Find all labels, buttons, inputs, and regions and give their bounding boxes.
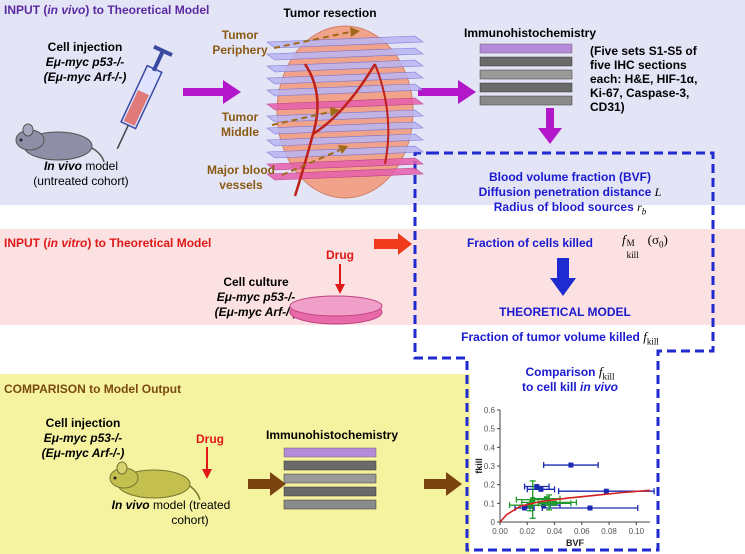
invitro-genotype-1: Eμ-myc p53-/-	[216, 290, 296, 304]
y-tick-label: 0.5	[484, 425, 496, 434]
ihc-slides-top	[479, 43, 573, 106]
tumor-periphery-label: Tumor	[221, 28, 259, 42]
vessels-label: Major blood	[207, 163, 275, 177]
y-tick-label: 0	[491, 518, 496, 527]
invitro-drug-label: Drug	[326, 248, 354, 262]
tumor-middle-label-2: Middle	[221, 125, 259, 139]
data-point	[587, 505, 593, 511]
comparison-genotype-1: Eμ-myc p53-/-	[43, 431, 123, 445]
data-point	[522, 505, 528, 511]
data-point	[527, 502, 533, 508]
invitro-cell-culture: Cell culture	[223, 275, 289, 289]
data-point	[546, 499, 552, 505]
ihc-description: (Five sets S1-S5 of five IHC sections ea…	[590, 44, 698, 114]
bvf-label: Blood volume fraction (BVF)	[489, 170, 651, 184]
petri-dish-icon	[289, 295, 383, 325]
invivo-cell-injection: Cell injection	[47, 40, 123, 54]
y-tick-label: 0.4	[484, 443, 496, 452]
comparison-drug-label: Drug	[196, 432, 224, 446]
tumor-periphery-label-2: Periphery	[212, 43, 268, 57]
y-tick-label: 0.3	[484, 462, 496, 471]
data-point	[552, 500, 558, 506]
fraction-tumor-label: Fraction of tumor volume killed fkill	[461, 329, 659, 347]
comparison-panel-title: COMPARISON to Model Output	[4, 382, 182, 396]
invivo-panel-title: INPUT (in vivo) to Theoretical Model	[4, 3, 210, 17]
theoretical-model-title: THEORETICAL MODEL	[499, 305, 631, 319]
purple-arrow-2	[418, 80, 476, 104]
ihc-title-top: Immunohistochemistry	[463, 26, 597, 40]
data-point	[543, 496, 549, 502]
brown-arrow-2	[424, 472, 462, 496]
purple-arrow-down	[538, 108, 562, 144]
brown-arrow-1	[248, 472, 286, 496]
x-tick-label: 0.02	[519, 527, 535, 536]
fkill-vs-bvf-chart: 0 0.1 0.2 0.3 0.4 0.5 0.6 0.00 0.02 0.04 0.06 0.08 0…	[474, 406, 655, 548]
red-arrow	[374, 233, 412, 255]
blue-arrow-down	[550, 258, 576, 296]
x-axis-label: BVF	[566, 538, 585, 548]
data-point	[538, 486, 544, 492]
radius-label: Radius of blood sources rb	[493, 200, 647, 217]
comparison-model-label: In vivo model (treated	[111, 498, 231, 512]
invitro-genotype-2: (Eμ-myc Arf-/-)	[214, 305, 298, 319]
y-tick-label: 0.1	[484, 499, 496, 508]
x-tick-label: 0.10	[629, 527, 645, 536]
comparison-drug-arrow	[202, 447, 212, 479]
ihc-title-bottom: Immunohistochemistry	[265, 428, 399, 442]
invitro-drug-arrow	[335, 264, 345, 294]
ihc-slides-bottom	[283, 447, 377, 510]
tumor-resection-title: Tumor resection	[283, 6, 377, 20]
invivo-cohort: (untreated cohort)	[33, 174, 129, 188]
x-tick-label: 0.04	[547, 527, 563, 536]
invivo-genotype-1: Eμ-myc p53-/-	[45, 55, 125, 69]
fraction-cells-label: Fraction of cells killed	[466, 236, 594, 250]
invitro-panel-title: INPUT (in vitro) to Theoretical Model	[4, 236, 212, 250]
vessels-label-2: vessels	[219, 178, 263, 192]
treated-mouse-icon	[109, 461, 201, 501]
data-point	[568, 462, 574, 468]
purple-arrow-1	[183, 80, 241, 104]
invivo-genotype-2: (Eμ-myc Arf-/-)	[43, 70, 127, 84]
mouse-icon	[15, 123, 105, 163]
y-tick-label: 0.2	[484, 481, 496, 490]
y-axis-label: fkill	[474, 458, 484, 474]
diffusion-label: Diffusion penetration distance L	[478, 185, 662, 199]
syringe-icon	[116, 44, 173, 150]
comparison-panel	[0, 374, 470, 554]
plot-title-line2: to cell kill in vivo	[521, 380, 619, 394]
tumor-middle-label: Tumor	[221, 110, 259, 124]
x-tick-label: 0.00	[492, 527, 508, 536]
plot-title-line1: Comparison fkill	[525, 364, 615, 382]
x-tick-label: 0.08	[601, 527, 617, 536]
comparison-genotype-2: (Eμ-myc Arf-/-)	[41, 446, 125, 460]
fit-curve	[499, 489, 651, 523]
y-tick-label: 0.6	[484, 406, 496, 415]
data-point	[534, 484, 540, 490]
comparison-cell-injection: Cell injection	[45, 416, 121, 430]
comparison-cohort: cohort)	[171, 513, 209, 527]
data-point	[603, 488, 609, 494]
invivo-model-label: In vivo model	[43, 159, 119, 173]
tumor-illustration	[266, 25, 424, 199]
x-tick-label: 0.06	[574, 527, 590, 536]
